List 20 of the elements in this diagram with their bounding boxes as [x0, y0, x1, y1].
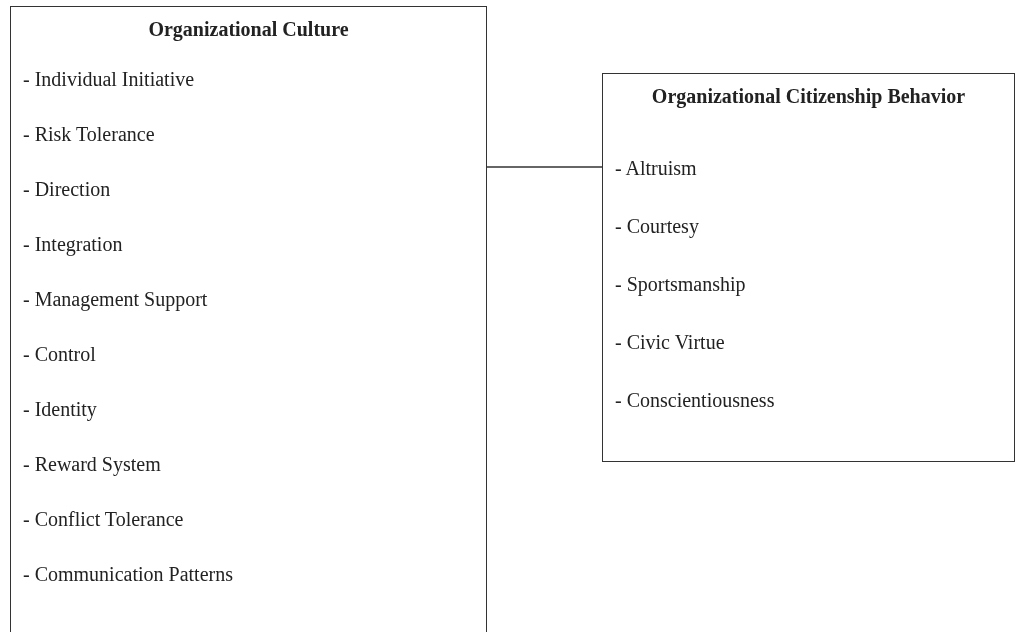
list-item: - Reward System — [22, 452, 162, 476]
list-item: - Civic Virtue — [614, 330, 726, 354]
list-item: - Individual Initiative — [22, 67, 196, 91]
list-item: - Risk Tolerance — [22, 122, 156, 146]
connector-line — [486, 166, 603, 168]
list-box — [602, 73, 1015, 462]
list-item: - Control — [22, 342, 97, 366]
list-item: - Direction — [22, 177, 112, 201]
box-heading: Organizational Citizenship Behavior — [650, 84, 967, 110]
list-item: - Altruism — [614, 156, 698, 180]
list-item: - Identity — [22, 397, 98, 421]
list-item: - Courtesy — [614, 214, 700, 238]
list-item: - Sportsmanship — [614, 272, 747, 296]
list-item: - Management Support — [22, 287, 209, 311]
list-item: - Integration — [22, 232, 124, 256]
box-heading: Organizational Culture — [147, 17, 350, 43]
list-box — [10, 6, 487, 632]
list-item: - Conscientiousness — [614, 388, 776, 412]
list-item: - Communication Patterns — [22, 562, 234, 586]
list-item: - Conflict Tolerance — [22, 507, 185, 531]
